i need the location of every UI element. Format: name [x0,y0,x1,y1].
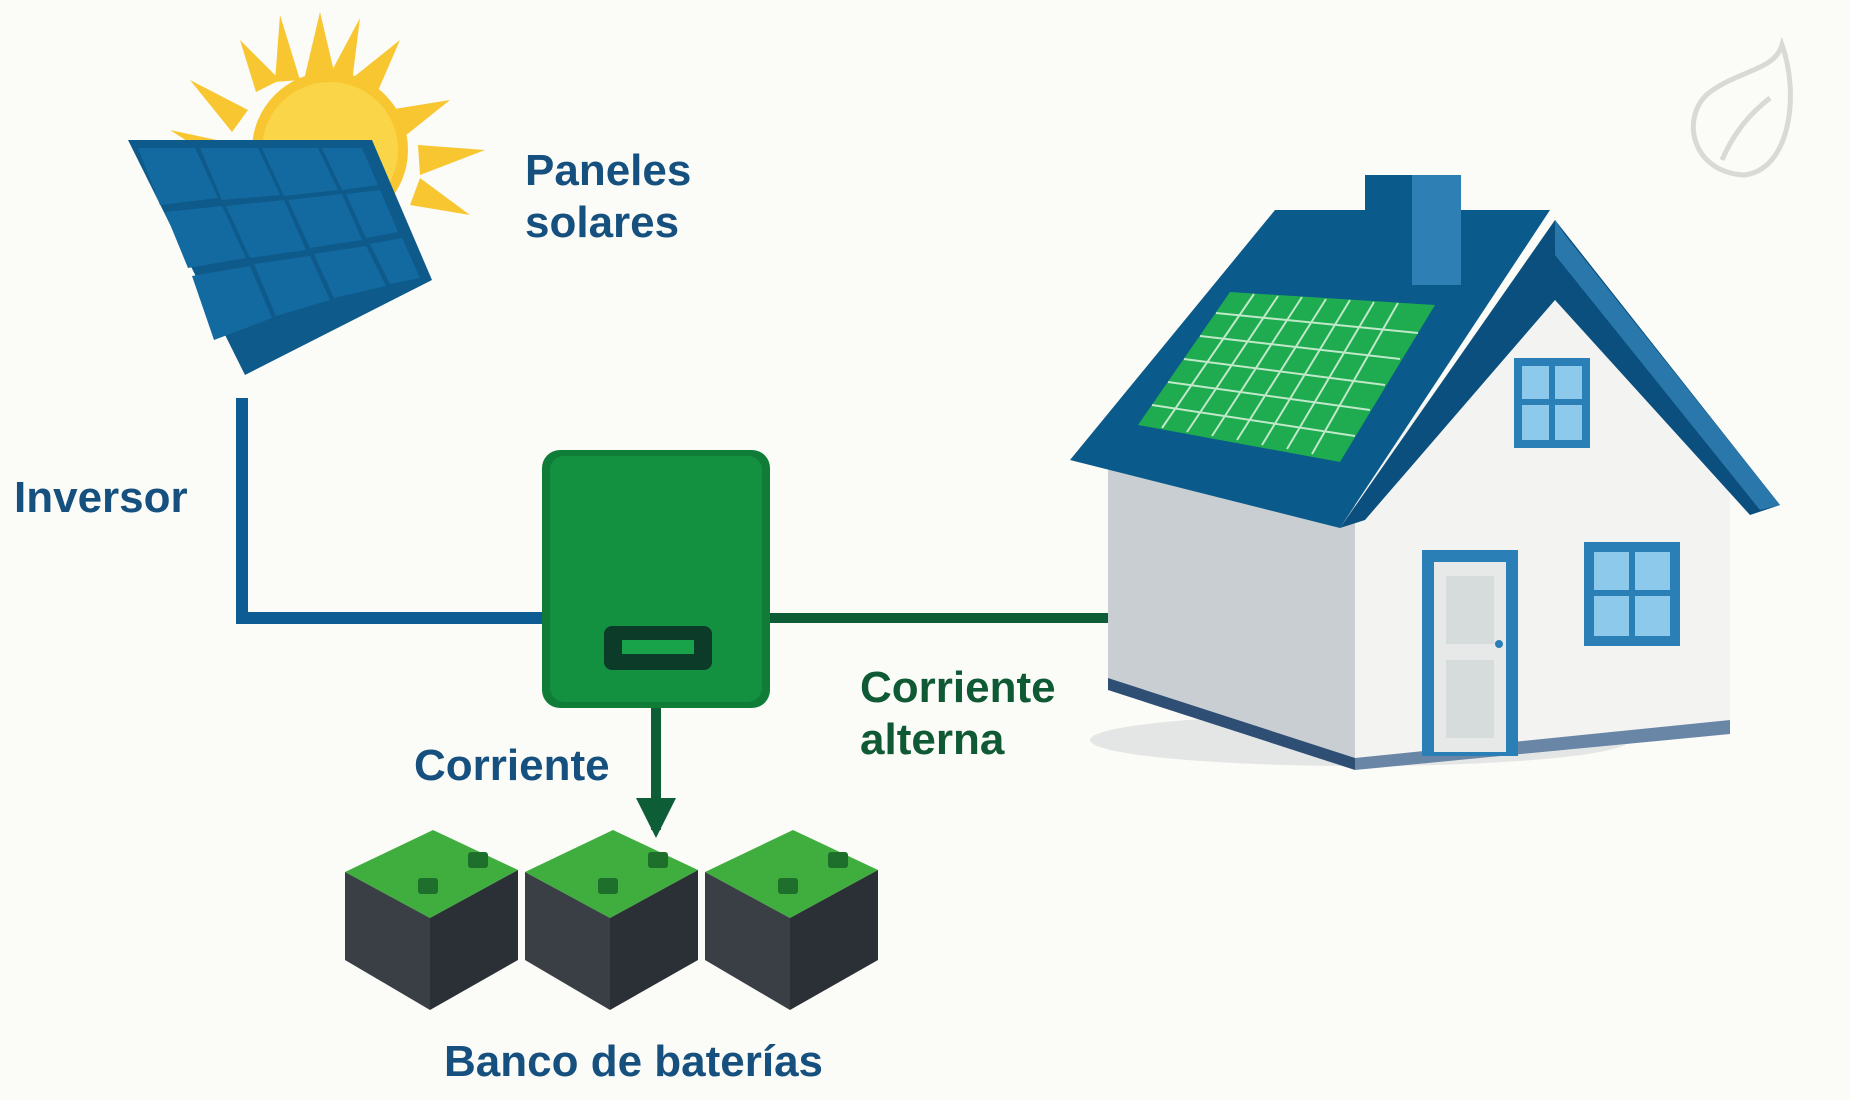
label-corriente-alterna: Corriente alterna [860,662,1056,766]
label-inversor: Inversor [14,473,188,522]
label-banco-de-baterias: Banco de baterías [444,1037,824,1086]
label-corriente: Corriente [414,741,610,790]
battery-bank-icon [345,830,878,1010]
battery-icon [525,830,698,1010]
label-paneles-solares: Paneles solares [525,145,691,249]
solar-panel-icon [128,140,432,375]
label-ac-line1: Corriente [860,663,1056,712]
inverter-icon [542,450,770,708]
battery-icon [705,830,878,1010]
dc-wire [236,398,545,624]
leaf-logo [1690,36,1793,178]
battery-icon [345,830,518,1010]
label-paneles-line1: Paneles [525,146,692,195]
label-paneles-line2: solares [525,198,680,247]
house-icon [1070,175,1780,770]
label-ac-line2: alterna [860,715,1005,764]
